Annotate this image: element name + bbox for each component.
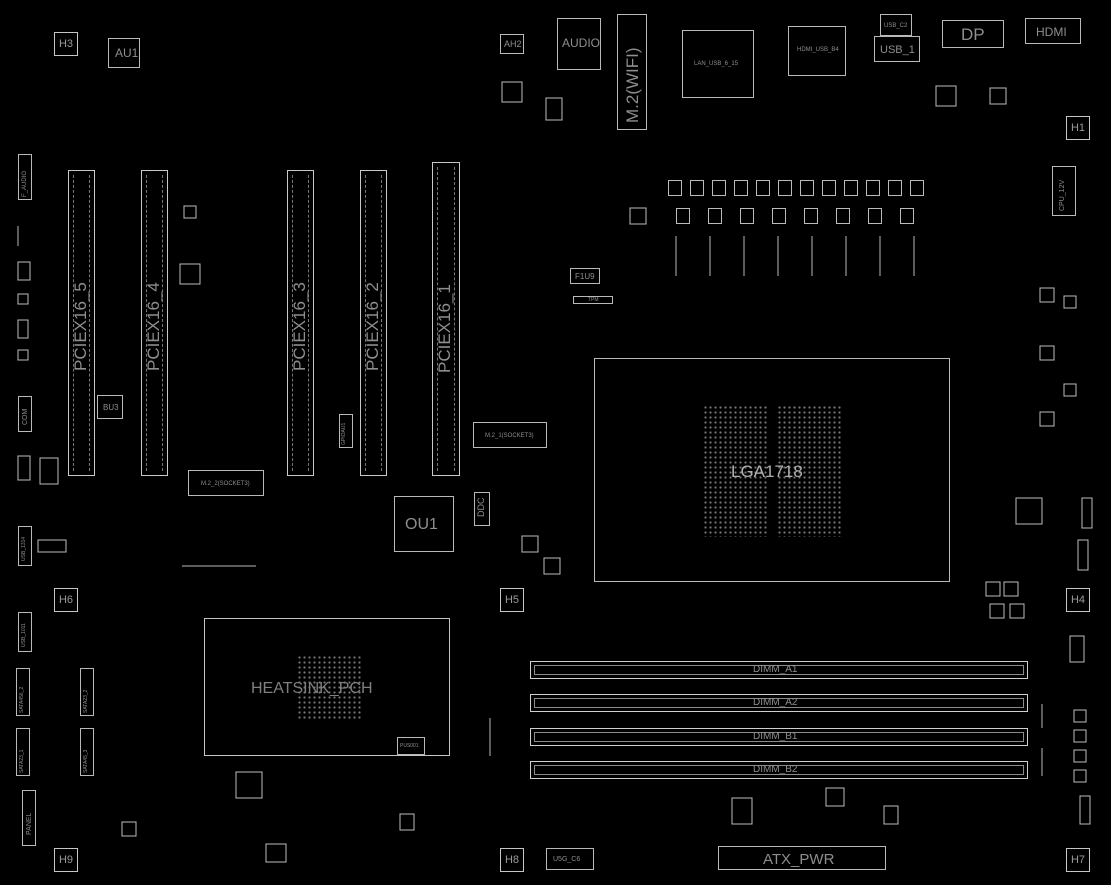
pcie-slot-4: PCIEX16_4 <box>141 170 168 476</box>
hdmi-usb-connector: HDMI_USB_B4 <box>788 26 846 76</box>
front-panel-header: PANEL <box>22 790 36 846</box>
lan-usb-connector: LAN_USB_6_15 <box>682 30 754 98</box>
pcie-slot-3: PCIEX16_3 <box>287 170 314 476</box>
mounting-hole-h1: H1 <box>1066 116 1090 140</box>
mounting-hole-h6: H6 <box>54 588 78 612</box>
usb-c-connector: USB_C2 <box>880 14 912 36</box>
chip-au1: AU1 <box>108 38 140 68</box>
usb-c-header: U5G_C6 <box>546 848 594 870</box>
chip-bu3: BU3 <box>97 395 123 419</box>
sata-right-2-header: SATA45_3 <box>80 728 94 776</box>
mounting-hole-h3: H3 <box>54 32 78 56</box>
mounting-hole-h4: H4 <box>1066 588 1090 612</box>
mounting-hole-h9: H9 <box>54 848 78 872</box>
mounting-hole-h5: H5 <box>500 588 524 612</box>
chip-pus001: PUS001 <box>397 737 425 755</box>
cpu-socket: LGA1718 <box>594 358 950 582</box>
com-header: COM <box>18 396 32 432</box>
sata-right-1-header: SATA23_2 <box>80 668 94 716</box>
tpm-chip: TPM <box>573 296 613 304</box>
usb-1314-header: USB_1314 <box>18 526 32 566</box>
m2-wifi-slot: M.2(WIFI) <box>617 14 647 130</box>
dimm-slot-a2: DIMM_A2 <box>530 694 1028 712</box>
dimm-slot-a1: DIMM_A1 <box>530 661 1028 679</box>
pcie-slot-1: PCIEX16_1 <box>432 162 460 476</box>
hdmi-connector: HDMI <box>1025 18 1081 44</box>
usb-1-connector: USB_1 <box>874 36 920 62</box>
atx-power-connector: ATX_PWR <box>718 846 886 870</box>
front-audio-header: F_AUDIO <box>18 154 32 200</box>
ddc-header: DDC <box>474 492 490 526</box>
mounting-hole-h7: H7 <box>1066 848 1090 872</box>
pcie-slot-5: PCIEX16_5 <box>68 170 95 476</box>
socket-pin-grid-left <box>703 405 769 537</box>
gpio-chip: GPIOAU1 <box>339 414 353 448</box>
audio-jack-block: AUDIO <box>557 18 601 70</box>
chip-f1u9: F1U9 <box>570 268 600 284</box>
chip-ah2: AH2 <box>500 34 524 54</box>
chip-ou1: OU1 <box>394 496 454 552</box>
cpu-12v-connector: CPU_12V <box>1052 166 1076 216</box>
m2-slot-1: M.2_1(SOCKET3) <box>473 422 547 448</box>
usb-1011-header: USB_1011 <box>18 612 32 652</box>
m2-slot-2: M.2_2(SOCKET3) <box>188 470 264 496</box>
pch-ball-grid <box>297 655 361 719</box>
vrm-inductor-row <box>668 178 928 248</box>
dimm-slot-b2: DIMM_B2 <box>530 761 1028 779</box>
sata-456-header: SATA456_2 <box>16 668 30 716</box>
socket-pin-grid-right <box>777 405 843 537</box>
sata-23-header: SATA23_1 <box>16 728 30 776</box>
pcie-slot-2: PCIEX16_2 <box>360 170 387 476</box>
pch-heatsink: HEATSINK_PCH PUS001 <box>204 618 450 756</box>
dimm-slot-b1: DIMM_B1 <box>530 728 1028 746</box>
mounting-hole-h8: H8 <box>500 848 524 872</box>
displayport-connector: DP <box>942 20 1004 48</box>
